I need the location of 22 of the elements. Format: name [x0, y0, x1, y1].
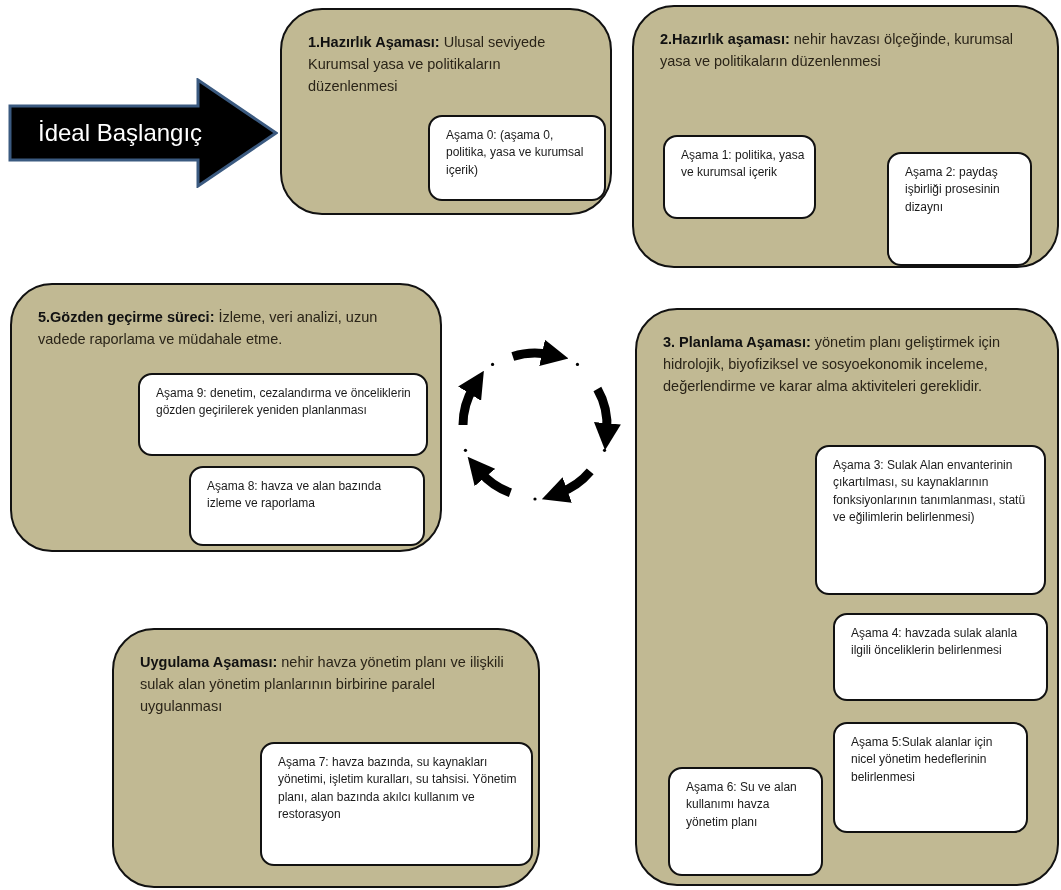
stage-description: Uygulama Aşaması: nehir havza yönetim planı ve ilişkili sulak alan yönetim planlarının birbirine paralel uygulanması	[140, 653, 505, 716]
stage-description: 3. Planlama Aşaması: yönetim planı geliştirmek için hidrolojik, biyofiziksel ve sosyoekonomik inceleme, değerlendirme ve karar alma aktiviteleri gereklidir.	[663, 333, 1002, 396]
stage-panel	[632, 5, 1059, 268]
stage-panel	[280, 8, 612, 215]
stage-panel	[635, 308, 1059, 886]
step-box: Aşama 3: Sulak Alan envanterinin çıkartılması, su kaynaklarının fonksiyonlarının tanımlanması, statü ve eğilimlerin belirlenmesi)	[815, 445, 1046, 595]
step-box: Aşama 5:Sulak alanlar için nicel yönetim hedeflerinin belirlenmesi	[833, 722, 1028, 833]
stage-description: 5.Gözden geçirme süreci: İzleme, veri analizi, uzun vadede raporlama ve müdahale etme.	[38, 308, 379, 349]
step-box: Aşama 0: (aşama 0, politika, yasa ve kurumsal içerik)	[428, 115, 606, 201]
step-box: Aşama 8: havza ve alan bazında izleme ve raporlama	[189, 466, 425, 546]
step-box: Aşama 4: havzada sulak alanla ilgili önceliklerin belirlenmesi	[833, 613, 1048, 701]
step-box: Aşama 1: politika, yasa ve kurumsal içerik	[663, 135, 816, 219]
step-box: Aşama 2: paydaş işbirliği prosesinin dizaynı	[887, 152, 1032, 266]
step-box: Aşama 6: Su ve alan kullanımı havza yönetim planı	[668, 767, 823, 876]
stage-description: 2.Hazırlık aşaması: nehir havzası ölçeğinde, kurumsal yasa ve politikaların düzenlenmesi	[660, 30, 1015, 71]
stage-panel	[10, 283, 442, 552]
stage-description: 1.Hazırlık Aşaması: Ulusal seviyede Kurumsal yasa ve politikaların düzenlenmesi	[308, 33, 547, 96]
step-box: Aşama 9: denetim, cezalandırma ve önceliklerin gözden geçirilerek yeniden planlanması	[138, 373, 428, 456]
start-label: İdeal Başlangıç	[38, 119, 203, 147]
start-arrow	[8, 78, 278, 188]
stage-panel	[112, 628, 540, 888]
step-box: Aşama 7: havza bazında, su kaynakları yönetimi, işletim kuralları, su tahsisi. Yönetim planı, alan bazında akılcı kullanım ve restorasyon	[260, 742, 533, 866]
